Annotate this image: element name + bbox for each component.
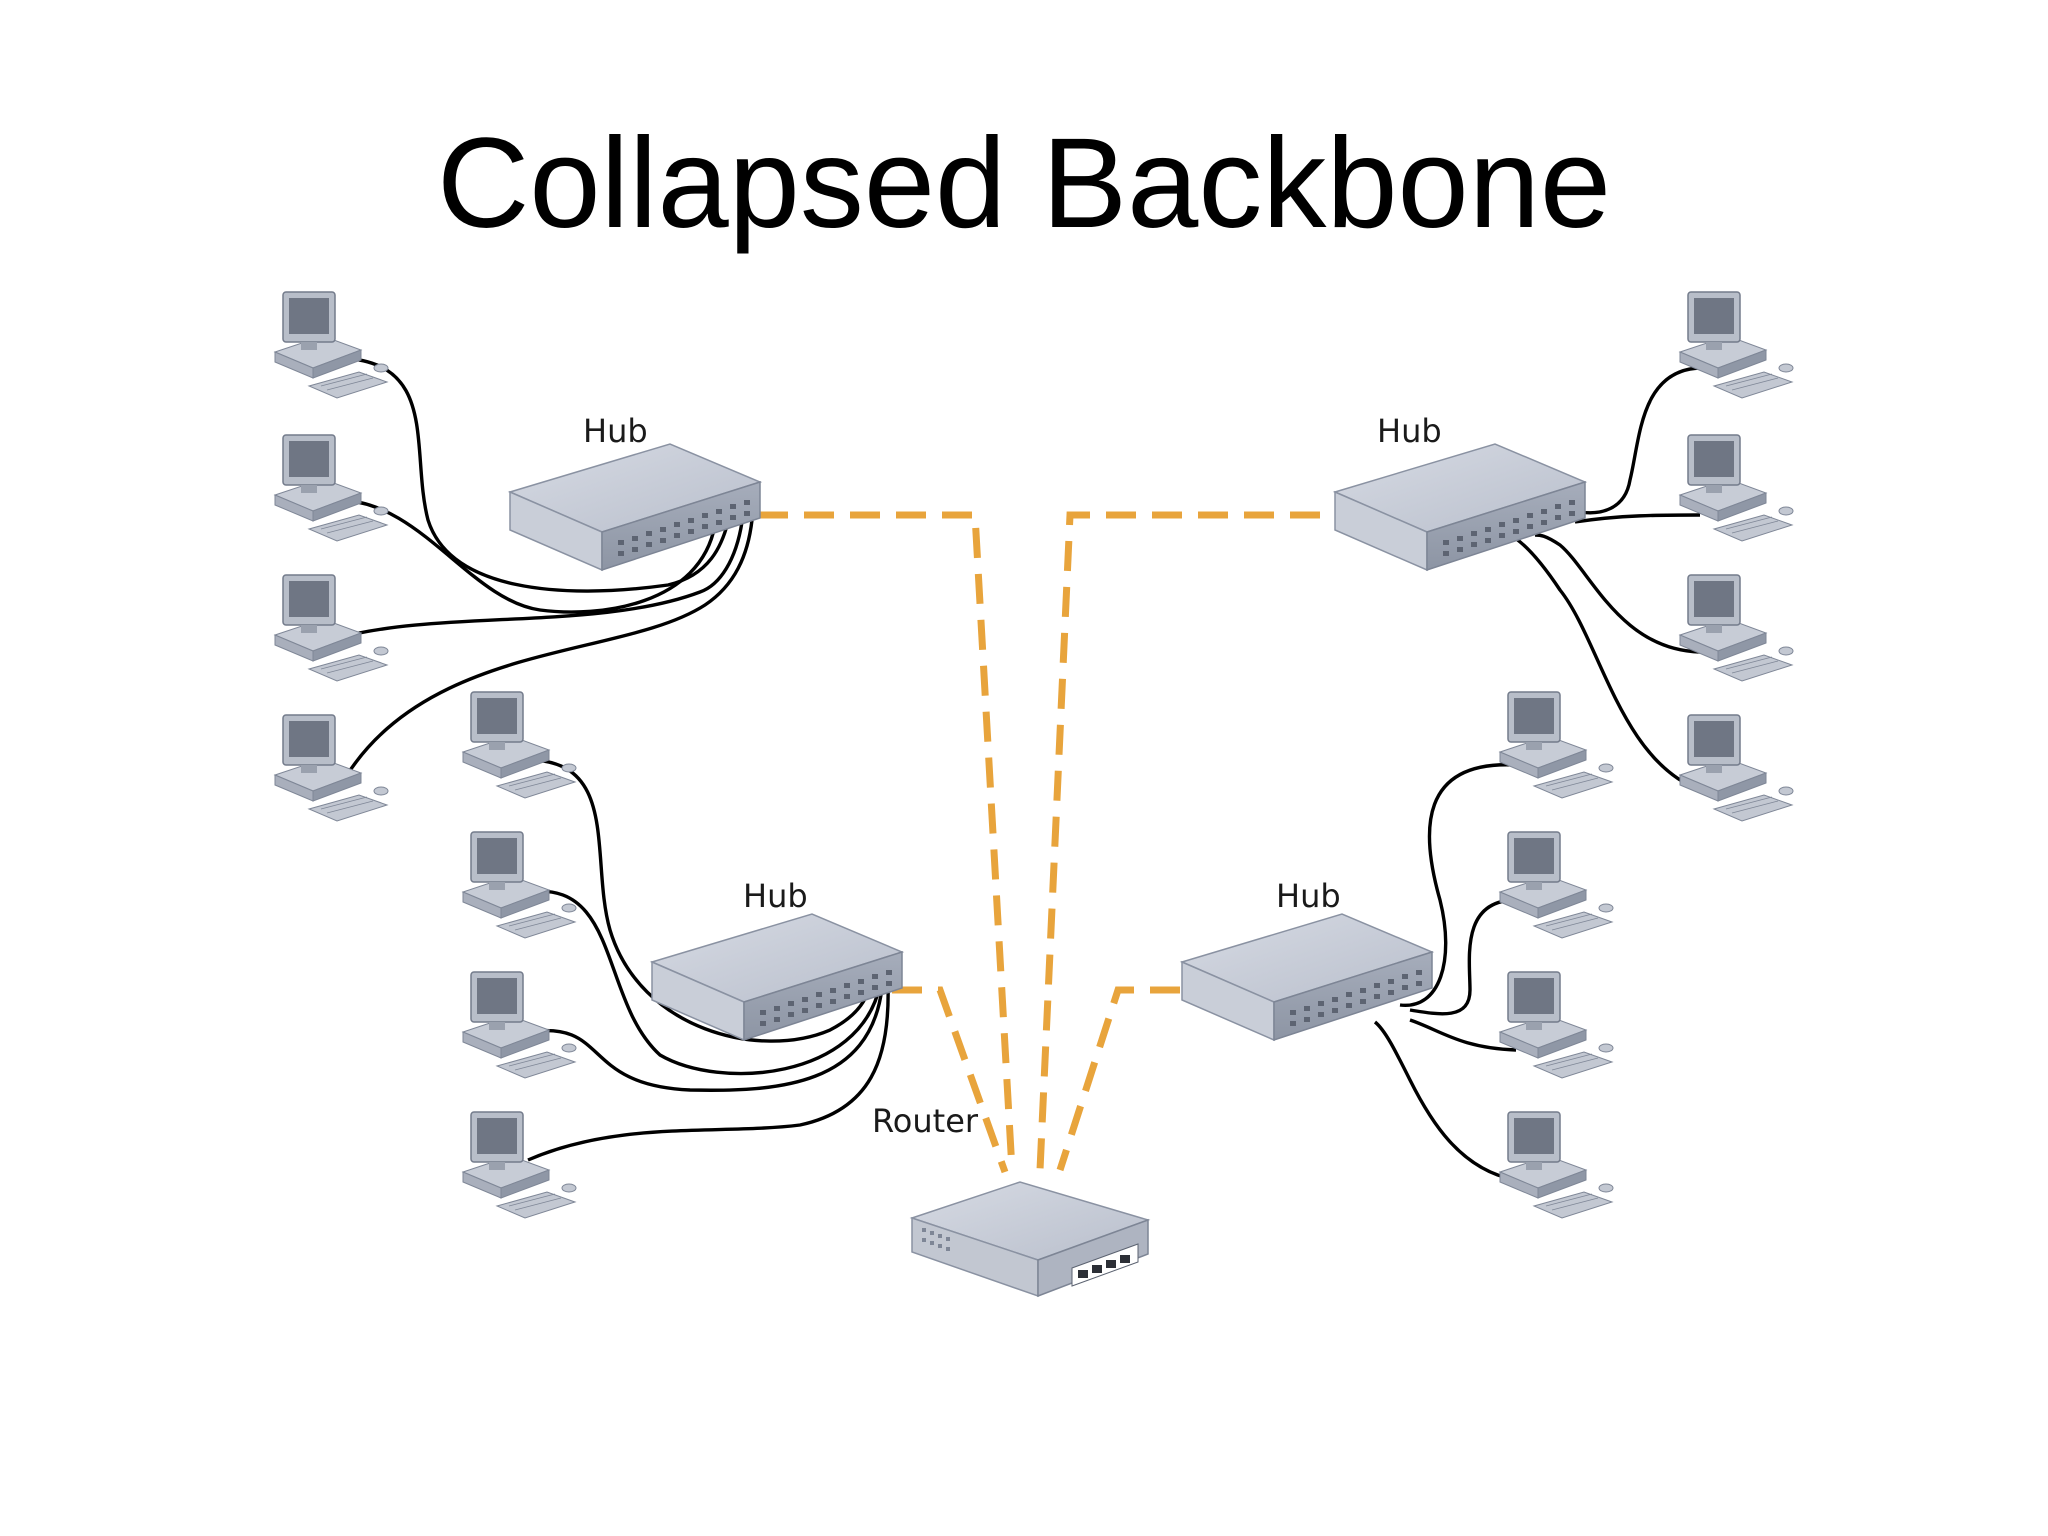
computer-icon (274, 714, 389, 822)
computer-icon (1679, 574, 1794, 682)
label-hub-bottom-right: Hub (1276, 877, 1341, 915)
computer-icon (274, 574, 389, 682)
computer-icon (462, 831, 577, 939)
computer-icon (274, 434, 389, 542)
label-hub-top-left: Hub (583, 412, 648, 450)
computer-icon (1499, 1111, 1614, 1219)
diagram-title: Collapsed Backbone (436, 112, 1612, 255)
hub-bottom-right (1181, 913, 1433, 1041)
computer-icon (1679, 434, 1794, 542)
computer-icon (462, 1111, 577, 1219)
label-hub-bottom-left: Hub (743, 877, 808, 915)
computer-icon (274, 291, 389, 399)
label-router: Router (872, 1102, 979, 1140)
computer-icon (1679, 291, 1794, 399)
lan-cables (336, 356, 1701, 1182)
hub-top-right (1334, 443, 1586, 571)
computer-icon (1499, 831, 1614, 939)
backbone-link-bottom-right (1056, 986, 1180, 1172)
backbone-links (758, 511, 1320, 1174)
computers (274, 291, 1794, 1219)
backbone-link-top-left (758, 511, 1016, 1171)
computer-icon (1499, 691, 1614, 799)
label-hub-top-right: Hub (1377, 412, 1442, 450)
computer-icon (462, 691, 577, 799)
router (911, 1181, 1149, 1297)
hub-top-left (509, 443, 761, 571)
computer-icon (1679, 714, 1794, 822)
backbone-link-bottom-left (892, 986, 1009, 1174)
computer-icon (462, 971, 577, 1079)
computer-icon (1499, 971, 1614, 1079)
backbone-link-top-right (1036, 511, 1320, 1171)
